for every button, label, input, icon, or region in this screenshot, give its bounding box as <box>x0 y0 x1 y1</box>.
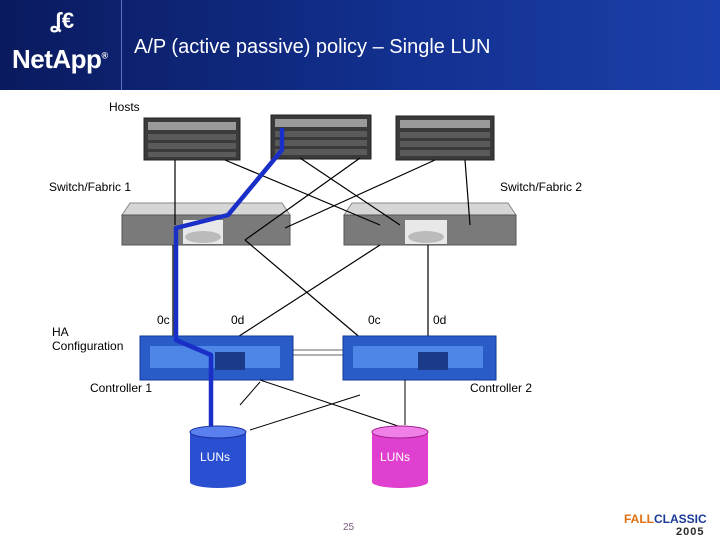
ha-label-line2: Configuration <box>52 339 124 353</box>
ha-interconnect <box>293 349 343 356</box>
switch-fabric-2-label: Switch/Fabric 2 <box>500 180 583 194</box>
lun-cylinder-2 <box>371 425 429 488</box>
host-server-2 <box>270 114 372 160</box>
host-server-1 <box>143 117 241 161</box>
slide-title: A/P (active passive) policy – Single LUN <box>134 36 491 58</box>
lun-cylinder-1 <box>189 425 247 488</box>
page-number: 25 <box>343 522 355 533</box>
brand-year: 2005 <box>676 526 705 538</box>
controller-1-unit <box>139 335 294 381</box>
controller-2-port-0d: 0d <box>433 313 447 327</box>
controller-lun-links <box>239 379 411 431</box>
header-divider <box>121 0 122 90</box>
netapp-logo: ʆ€ NetApp® <box>0 0 122 90</box>
netapp-logo-icon: ʆ€ <box>50 8 75 33</box>
controller-2-unit <box>342 335 497 381</box>
controller-1-port-0c: 0c <box>157 313 170 327</box>
controller-1-port-0d: 0d <box>231 313 245 327</box>
host-switch-links <box>174 157 471 241</box>
controller-2-port-0c: 0c <box>368 313 381 327</box>
ha-label-line1: HA <box>52 325 69 339</box>
fall-classic-brand: FALLCLASSIC <box>624 512 707 526</box>
switch-fabric-1 <box>121 202 291 246</box>
controller-1-label: Controller 1 <box>90 381 153 395</box>
controller-2-label: Controller 2 <box>470 381 533 395</box>
switch-fabric-1-label: Switch/Fabric 1 <box>49 180 132 194</box>
hosts-label: Hosts <box>109 100 140 114</box>
active-path <box>173 128 285 430</box>
switch-fabric-2 <box>343 202 517 246</box>
header-bar: ʆ€ NetApp® A/P (active passive) policy –… <box>0 0 720 90</box>
lun-1-label: LUNs <box>200 450 231 464</box>
host-server-3 <box>395 115 495 161</box>
lun-2-label: LUNs <box>380 450 411 464</box>
switch-controller-links <box>172 239 429 341</box>
logo-text: NetApp® <box>12 44 108 74</box>
